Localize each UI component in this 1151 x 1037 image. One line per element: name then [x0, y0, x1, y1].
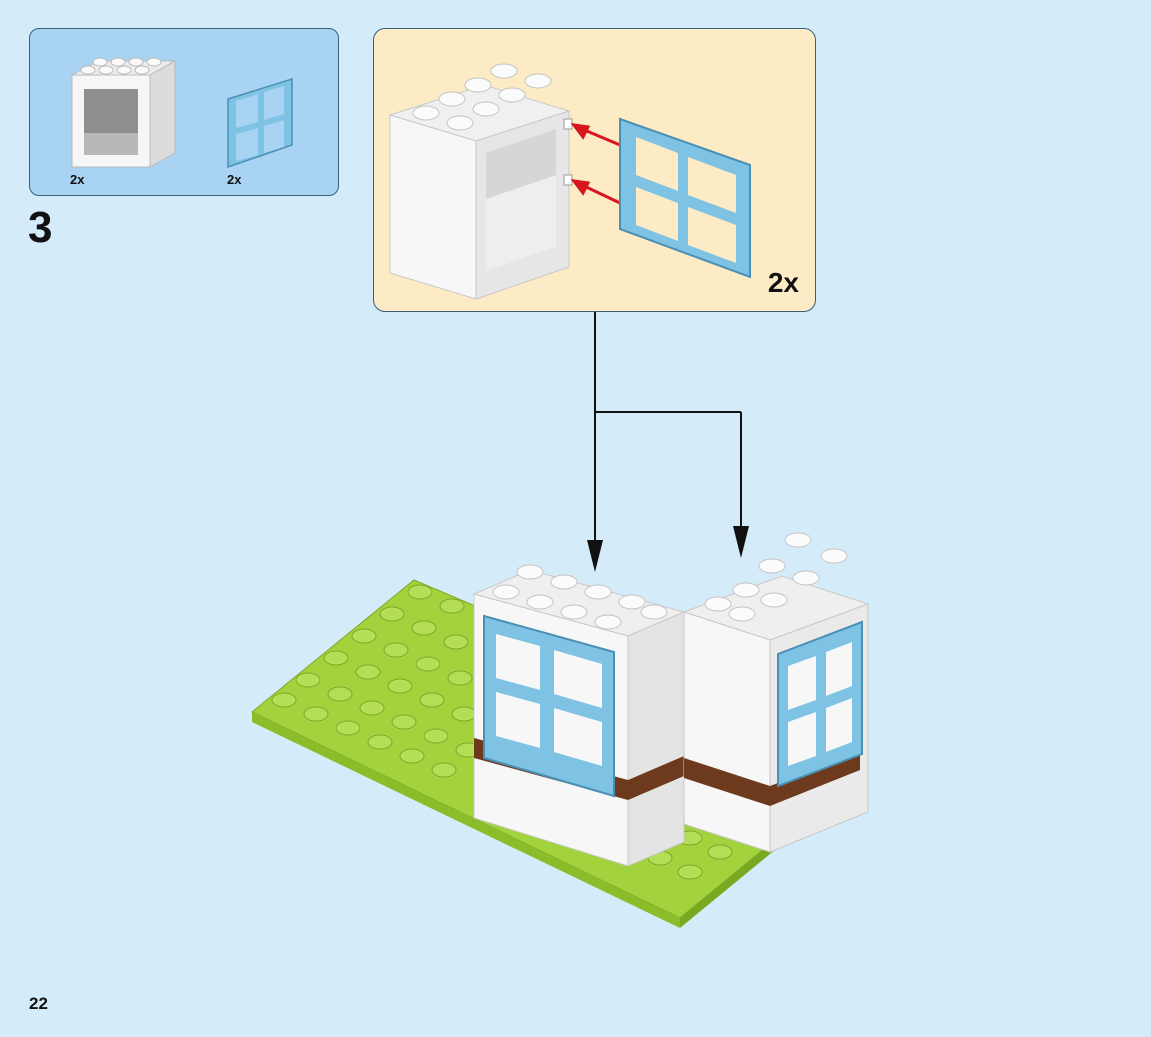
page-number: 22 — [29, 994, 48, 1014]
